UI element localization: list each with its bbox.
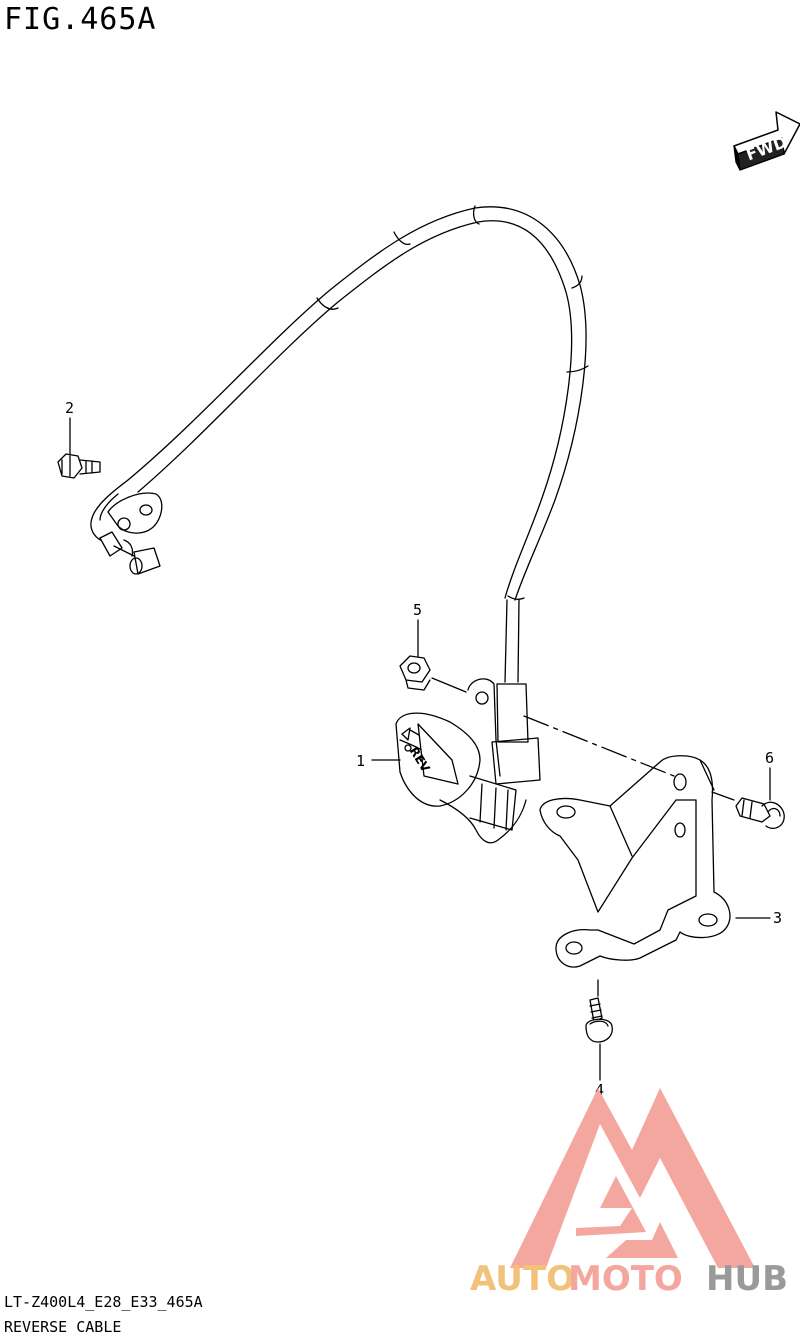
leader-lines [69, 417, 771, 1081]
callout-3: 3 [773, 909, 782, 927]
bolt-part-6 [735, 797, 785, 829]
callout-4: 4 [595, 1081, 604, 1099]
footer-figure-code: LT-Z400L4_E28_E33_465A [4, 1293, 203, 1311]
figure-title: FIG.465A [4, 2, 157, 37]
reverse-switch-part-1: REV [395, 712, 527, 844]
callout-2: 2 [65, 399, 74, 417]
watermark-hub: HUB [706, 1259, 788, 1299]
fwd-arrow-icon: FWD [733, 111, 800, 171]
footer-figure-name: REVERSE CABLE [4, 1318, 122, 1336]
watermark-moto: MOTO [568, 1259, 683, 1299]
watermark-logo: AUTO MOTO HUB [470, 1088, 788, 1299]
reverse-cable [127, 205, 589, 785]
watermark-auto: AUTO [470, 1259, 575, 1299]
cable-end-fitting [90, 479, 163, 575]
callout-5: 5 [413, 601, 422, 619]
callout-1: 1 [356, 752, 365, 770]
callout-6: 6 [765, 749, 774, 767]
nut-part-5 [399, 655, 431, 691]
alignment-line [523, 715, 675, 777]
bracket-part-3 [467, 678, 731, 968]
screw-part-4 [585, 997, 613, 1043]
bolt-part-2 [57, 453, 101, 479]
